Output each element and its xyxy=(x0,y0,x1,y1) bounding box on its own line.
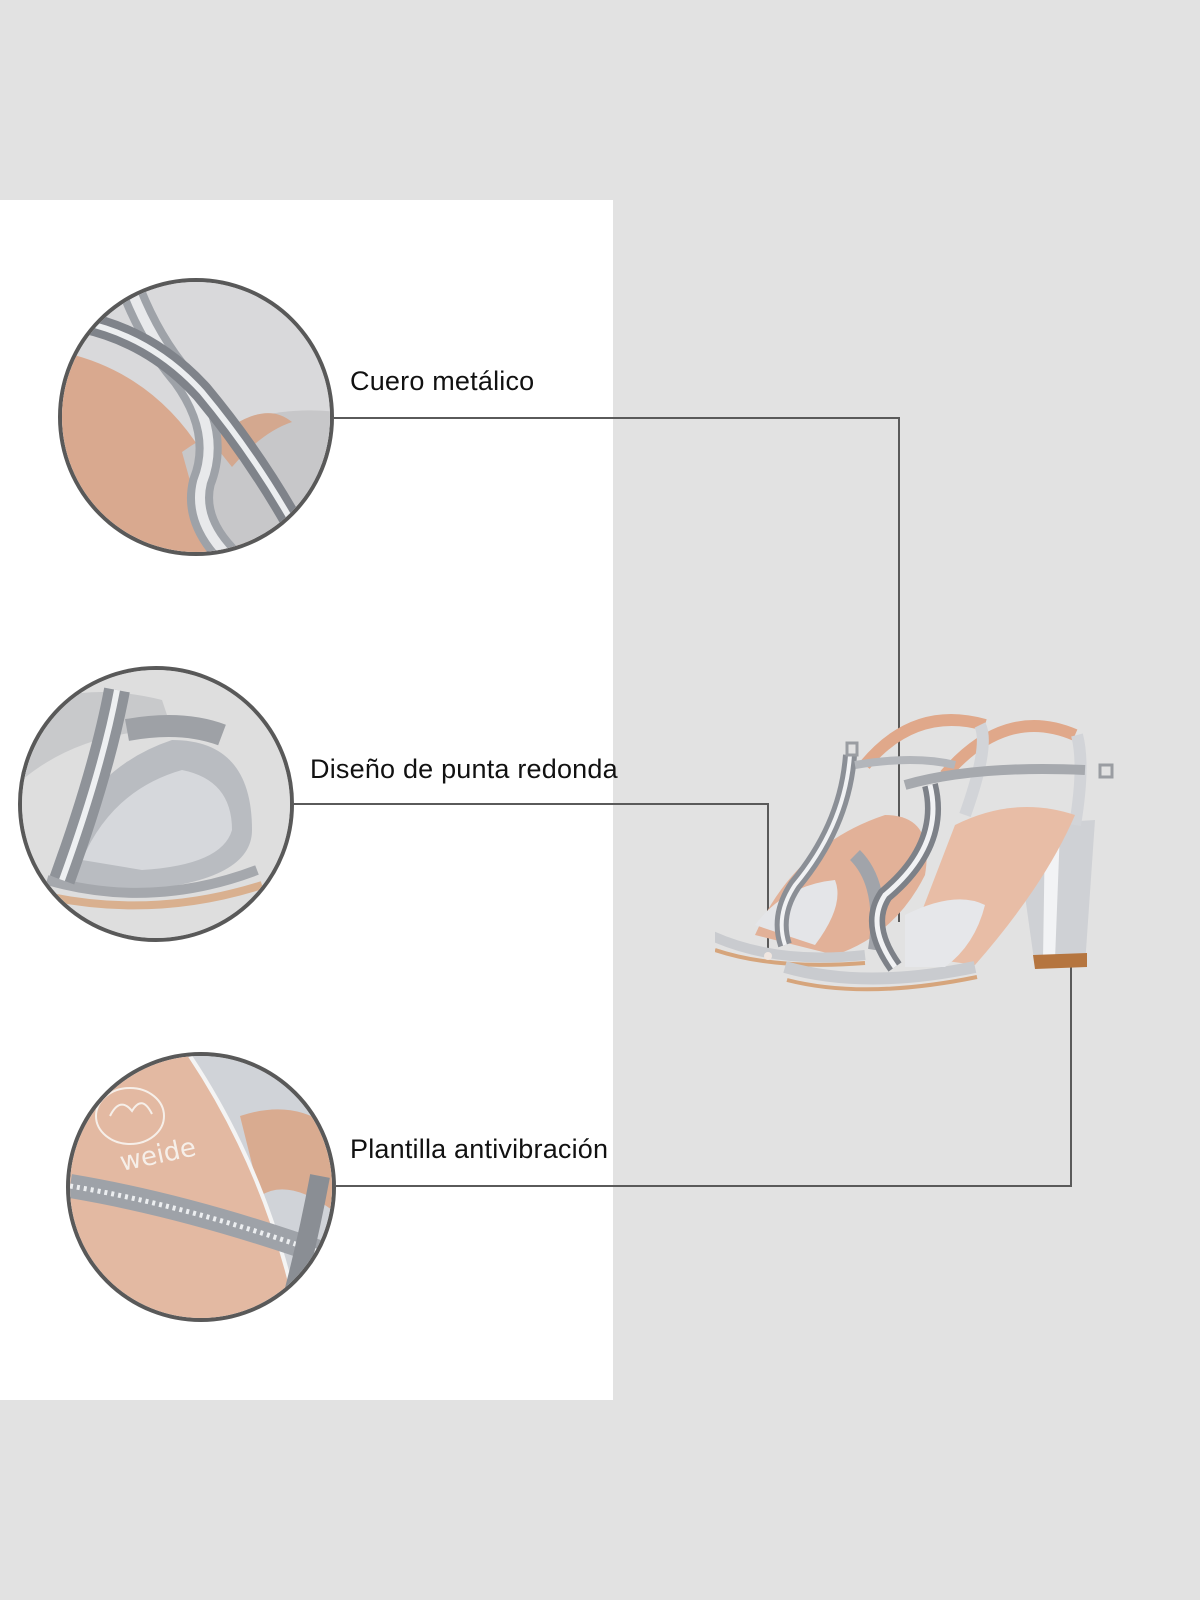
leader-line-insole xyxy=(336,1185,1072,1187)
feature-label-metallic-leather: Cuero metálico xyxy=(350,366,535,396)
feature-label-round-toe: Diseño de punta redonda xyxy=(310,754,618,784)
metallic-leather-closeup xyxy=(58,278,334,556)
leader-line-metallic-leather xyxy=(334,417,900,419)
leader-line-round-toe xyxy=(294,803,769,805)
insole-closeup: weide xyxy=(66,1052,336,1322)
leader-line-round-toe-vertical xyxy=(767,803,769,958)
leader-line-metallic-leather-vertical xyxy=(898,417,900,922)
feature-label-insole: Plantilla antivibración xyxy=(350,1134,609,1164)
leader-line-insole-vertical xyxy=(1070,860,1072,1187)
product-sandals-image xyxy=(715,705,1125,1015)
callout-dot-round-toe xyxy=(764,952,772,960)
round-toe-closeup xyxy=(18,666,294,942)
